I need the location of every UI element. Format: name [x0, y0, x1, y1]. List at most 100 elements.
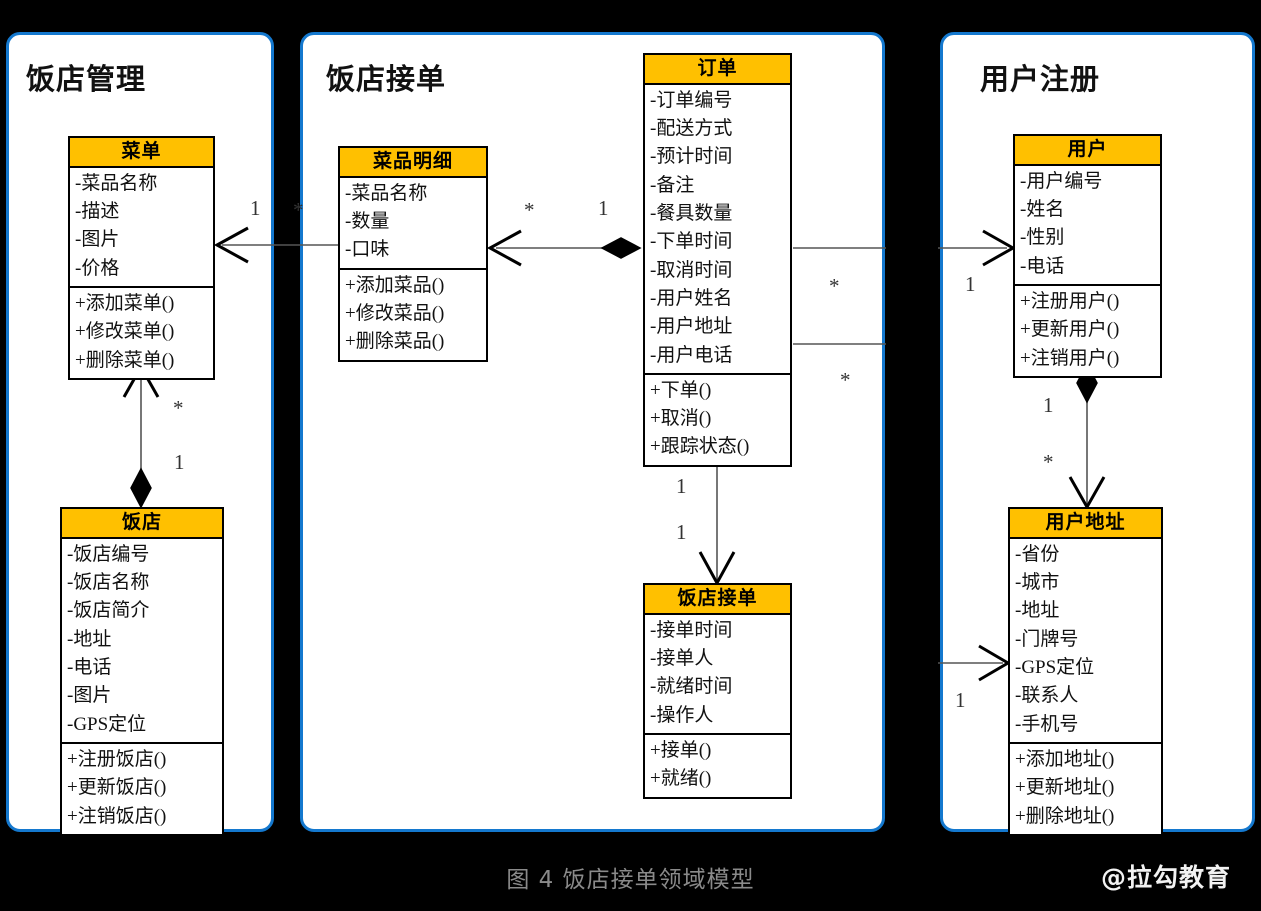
attribute: -GPS定位: [67, 713, 147, 735]
class-box-dish-detail[interactable]: 菜品明细 -菜品名称 -数量 -口味 +添加菜品() +修改菜品() +删除菜品…: [338, 146, 488, 362]
multiplicity-user-side-useraddress: 1: [1043, 393, 1054, 417]
class-attributes-menu: -菜品名称 -描述 -图片 -价格: [70, 168, 213, 286]
attribute: -备注: [650, 174, 695, 196]
attribute: -地址: [1015, 600, 1060, 622]
multiplicity-menu-side-restaurant: *: [173, 396, 184, 420]
multiplicity-menu-side-dishdetail: 1: [250, 196, 261, 220]
attribute: -操作人: [650, 704, 714, 726]
attribute: -手机号: [1015, 713, 1079, 735]
method: +添加菜单(): [75, 293, 175, 315]
attribute: -电话: [1020, 255, 1065, 277]
attribute: -城市: [1015, 572, 1060, 594]
attribute: -饭店名称: [67, 572, 150, 594]
attribute: -联系人: [1015, 685, 1079, 707]
class-box-order[interactable]: 订单 -订单编号 -配送方式 -预计时间 -备注 -餐具数量 -下单时间 -取消…: [643, 53, 792, 467]
attribute: -接单时间: [650, 619, 733, 641]
attribute: -口味: [345, 239, 390, 261]
attribute: -取消时间: [650, 259, 733, 281]
attribute: -预计时间: [650, 146, 733, 168]
class-attributes-order: -订单编号 -配送方式 -预计时间 -备注 -餐具数量 -下单时间 -取消时间 …: [645, 85, 790, 373]
class-name-user-address: 用户地址: [1010, 509, 1161, 539]
multiplicity-order-side-useraddress: *: [840, 368, 851, 392]
class-box-user-address[interactable]: 用户地址 -省份 -城市 -地址 -门牌号 -GPS定位 -联系人 -手机号 +…: [1008, 507, 1163, 836]
attribute: -餐具数量: [650, 203, 733, 225]
class-box-restaurant[interactable]: 饭店 -饭店编号 -饭店名称 -饭店简介 -地址 -电话 -图片 -GPS定位 …: [60, 507, 224, 836]
multiplicity-order-side-ordertaking-bottom: 1: [676, 520, 687, 544]
diamond-composition-restaurant: [130, 467, 152, 509]
method: +注册用户(): [1020, 291, 1120, 313]
attribute: -饭店编号: [67, 543, 150, 565]
method: +注销饭店(): [67, 805, 167, 827]
attribute: -GPS定位: [1015, 657, 1095, 679]
class-attributes-dish-detail: -菜品名称 -数量 -口味: [340, 178, 486, 268]
attribute: -就绪时间: [650, 676, 733, 698]
attribute: -电话: [67, 657, 112, 679]
arrowhead-open-menu: [213, 226, 249, 264]
multiplicity-user-side-order: 1: [965, 272, 976, 296]
attribute: -图片: [75, 229, 120, 251]
class-box-menu[interactable]: 菜单 -菜品名称 -描述 -图片 -价格 +添加菜单() +修改菜单() +删除…: [68, 136, 215, 380]
method: +删除地址(): [1015, 805, 1115, 827]
attribute: -价格: [75, 257, 120, 279]
attribute: -饭店简介: [67, 600, 150, 622]
attribute: -订单编号: [650, 89, 733, 111]
class-methods-user: +注册用户() +更新用户() +注销用户(): [1015, 284, 1160, 376]
figure-caption: 图 4 饭店接单领域模型: [506, 867, 755, 893]
class-name-dish-detail: 菜品明细: [340, 148, 486, 178]
multiplicity-order-side-ordertaking-top: 1: [676, 474, 687, 498]
class-methods-menu: +添加菜单() +修改菜单() +删除菜单(): [70, 286, 213, 378]
panel-title-restaurant-management: 饭店管理: [26, 62, 147, 96]
method: +添加地址(): [1015, 748, 1115, 770]
class-methods-order: +下单() +取消() +跟踪状态(): [645, 372, 790, 465]
multiplicity-restaurant-side-menu: 1: [174, 450, 185, 474]
attribute: -数量: [345, 211, 390, 233]
class-box-order-taking[interactable]: 饭店接单 -接单时间 -接单人 -就绪时间 -操作人 +接单() +就绪(): [643, 583, 792, 799]
method: +就绪(): [650, 768, 712, 790]
class-name-menu: 菜单: [70, 138, 213, 168]
method: +接单(): [650, 740, 712, 762]
panel-title-restaurant-order-taking: 饭店接单: [326, 62, 447, 96]
class-methods-restaurant: +注册饭店() +更新饭店() +注销饭店(): [62, 741, 222, 834]
attribute: -用户地址: [650, 316, 733, 338]
method: +修改菜品(): [345, 303, 445, 325]
attribute: -省份: [1015, 543, 1060, 565]
class-name-user: 用户: [1015, 136, 1160, 166]
method: +更新用户(): [1020, 319, 1120, 341]
attribute: -用户姓名: [650, 287, 733, 309]
multiplicity-dishdetail-side-order: *: [524, 198, 535, 222]
class-box-user[interactable]: 用户 -用户编号 -姓名 -性别 -电话 +注册用户() +更新用户() +注销…: [1013, 134, 1162, 378]
class-methods-user-address: +添加地址() +更新地址() +删除地址(): [1010, 741, 1161, 834]
class-methods-dish-detail: +添加菜品() +修改菜品() +删除菜品(): [340, 267, 486, 360]
attribute: -下单时间: [650, 231, 733, 253]
attribute: -用户编号: [1020, 170, 1103, 192]
attribute: -接单人: [650, 648, 714, 670]
panel-title-user-registration: 用户注册: [980, 62, 1101, 96]
multiplicity-order-side-dishdetail: 1: [598, 196, 609, 220]
attribute: -图片: [67, 685, 112, 707]
multiplicity-useraddress-side-user: *: [1043, 450, 1054, 474]
method: +更新饭店(): [67, 777, 167, 799]
attribute: -性别: [1020, 227, 1065, 249]
attribute: -地址: [67, 628, 112, 650]
attribute: -菜品名称: [75, 172, 158, 194]
method: +下单(): [650, 379, 712, 401]
class-methods-order-taking: +接单() +就绪(): [645, 733, 790, 797]
diamond-composition-order: [600, 237, 642, 259]
method: +修改菜单(): [75, 321, 175, 343]
method: +取消(): [650, 408, 712, 430]
method: +跟踪状态(): [650, 436, 750, 458]
method: +删除菜品(): [345, 331, 445, 353]
class-name-order: 订单: [645, 55, 790, 85]
class-name-restaurant: 饭店: [62, 509, 222, 539]
method: +注册饭店(): [67, 748, 167, 770]
method: +添加菜品(): [345, 274, 445, 296]
multiplicity-dishdetail-side-menu: *: [293, 198, 304, 222]
multiplicity-order-side-user: *: [829, 274, 840, 298]
arrowhead-open-dishdetail: [486, 229, 522, 267]
attribute: -配送方式: [650, 118, 733, 140]
class-name-order-taking: 饭店接单: [645, 585, 790, 615]
attribute: -门牌号: [1015, 628, 1079, 650]
class-attributes-restaurant: -饭店编号 -饭店名称 -饭店简介 -地址 -电话 -图片 -GPS定位: [62, 539, 222, 742]
class-attributes-user-address: -省份 -城市 -地址 -门牌号 -GPS定位 -联系人 -手机号: [1010, 539, 1161, 742]
